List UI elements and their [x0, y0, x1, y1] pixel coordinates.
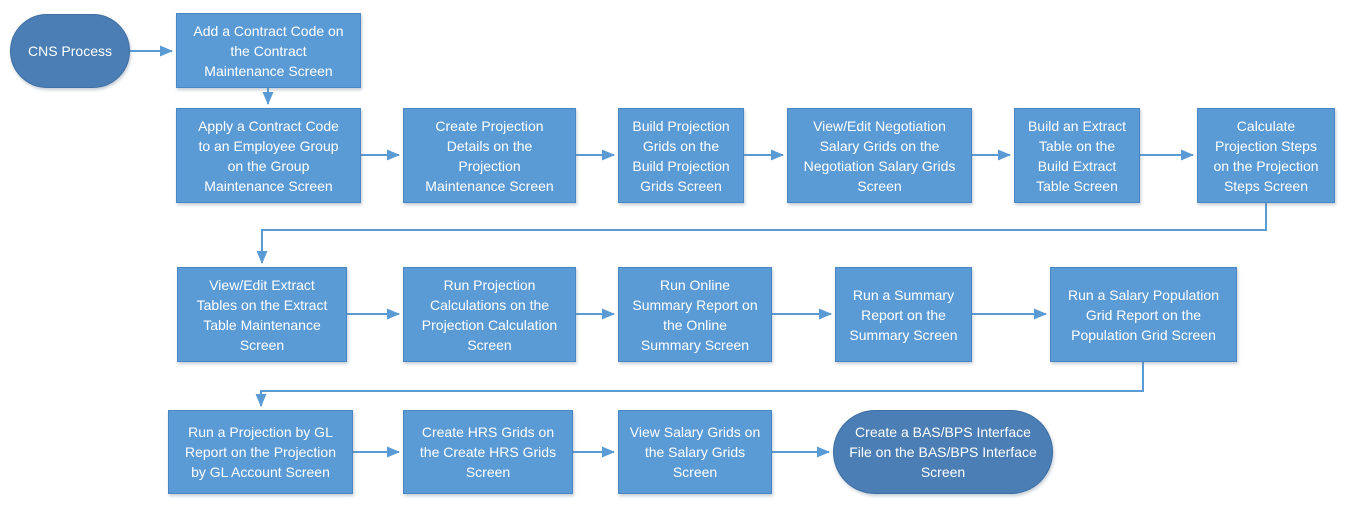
node-run-online-summary-report: Run Online Summary Report on the Online … [618, 267, 772, 362]
node-cns-process: CNS Process [10, 14, 130, 88]
node-run-projection-by-gl-report: Run a Projection by GL Report on the Pro… [168, 410, 353, 494]
node-run-projection-calculations: Run Projection Calculations on the Proje… [403, 267, 576, 362]
node-build-projection-grids: Build Projection Grids on the Build Proj… [618, 108, 744, 203]
node-create-projection-details: Create Projection Details on the Project… [403, 108, 576, 203]
node-view-salary-grids: View Salary Grids on the Salary Grids Sc… [618, 410, 772, 494]
node-create-hrs-grids: Create HRS Grids on the Create HRS Grids… [403, 410, 573, 494]
node-run-summary-report: Run a Summary Report on the Summary Scre… [835, 267, 972, 362]
node-view-edit-extract-tables: View/Edit Extract Tables on the Extract … [177, 267, 347, 362]
node-add-contract-code: Add a Contract Code on the Contract Main… [176, 13, 361, 88]
node-view-edit-negotiation-salary-grids: View/Edit Negotiation Salary Grids on th… [787, 108, 972, 203]
node-build-extract-table: Build an Extract Table on the Build Extr… [1014, 108, 1140, 203]
edge-population-to-gl-elbow [255, 362, 1144, 407]
node-run-salary-population-grid-report: Run a Salary Population Grid Report on t… [1050, 267, 1237, 362]
node-calculate-projection-steps: Calculate Projection Steps on the Projec… [1197, 108, 1335, 203]
node-apply-contract-code: Apply a Contract Code to an Employee Gro… [176, 108, 361, 203]
edge-steps-to-view-extract-elbow [256, 203, 1267, 264]
node-create-bas-bps-interface-file: Create a BAS/BPS Interface File on the B… [833, 410, 1053, 494]
